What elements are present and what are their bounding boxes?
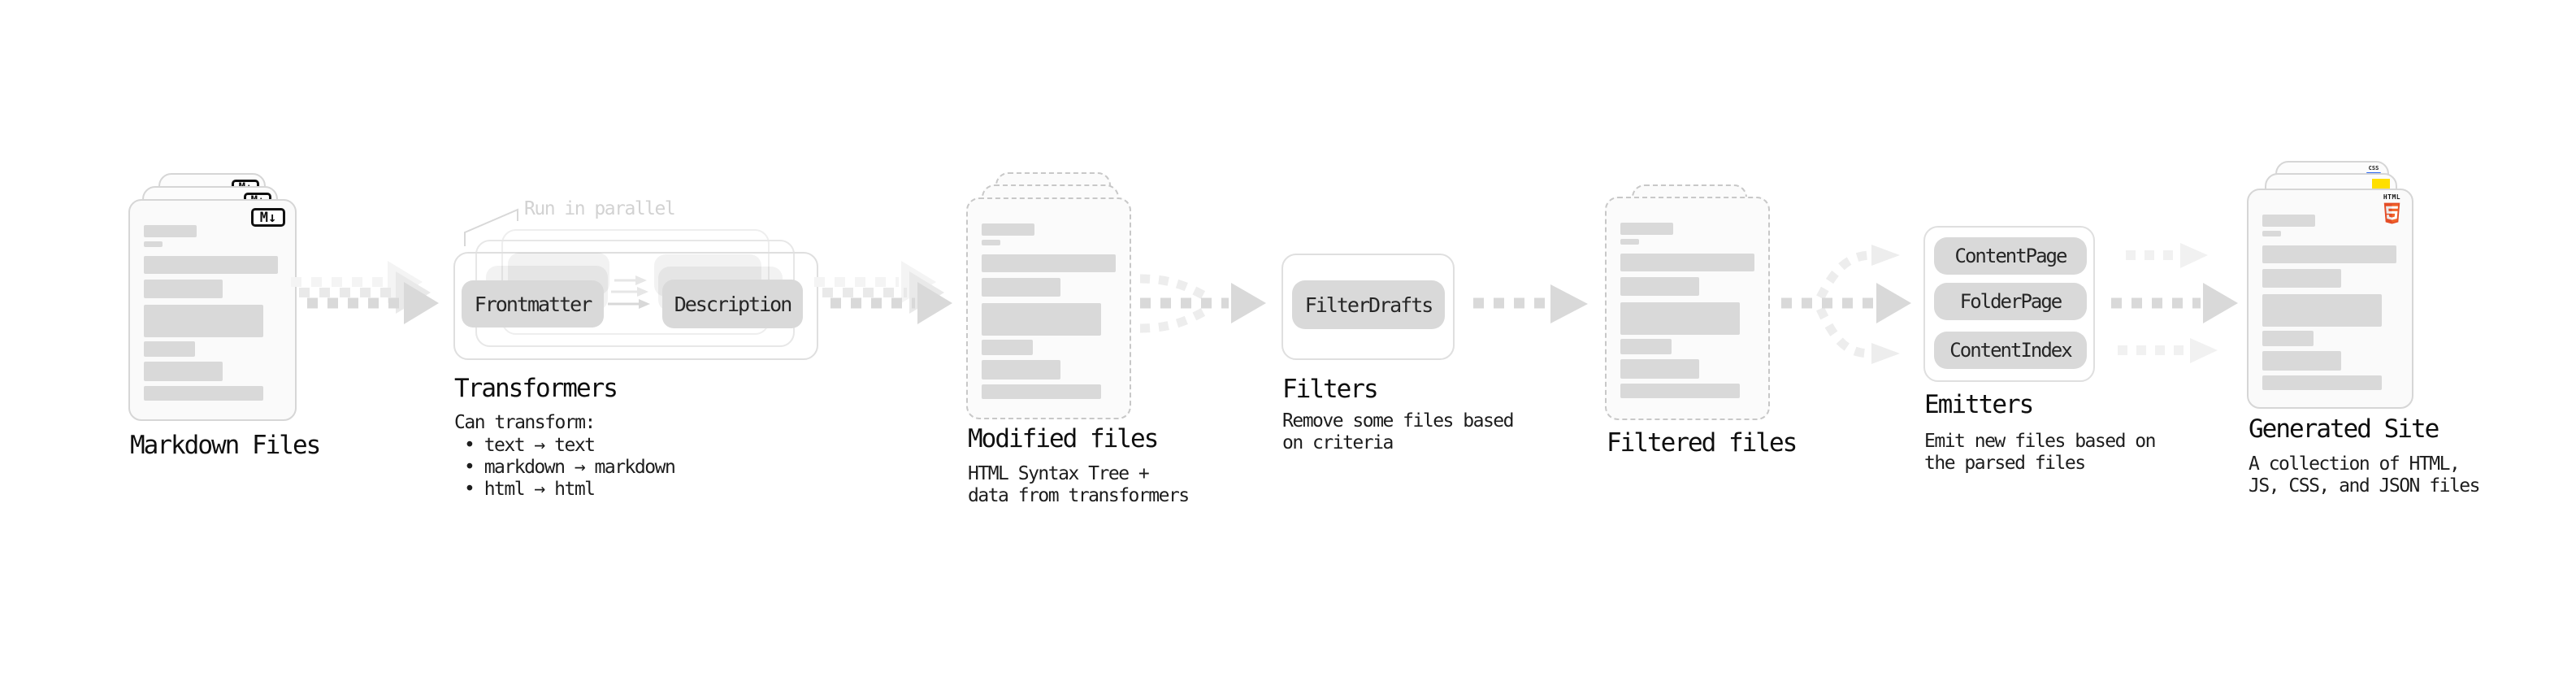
filters-box	[1281, 254, 1455, 360]
arrow-filtered-to-emitters	[1781, 245, 1911, 364]
text-line-placeholder	[1620, 302, 1740, 335]
generated-site-caption-1: A collection of HTML,	[2249, 453, 2461, 475]
text-line-placeholder	[2262, 269, 2341, 288]
transformer-step-frontmatter: Frontmatter	[462, 280, 604, 327]
arrow-main	[830, 282, 952, 324]
arrow-top	[2126, 243, 2208, 268]
arrow-echo2	[291, 261, 423, 303]
emitters-box	[1923, 226, 2095, 382]
text-line-placeholder	[144, 241, 163, 247]
text-line-placeholder	[982, 240, 1000, 245]
emitters-caption-2: the parsed files	[1924, 453, 2086, 474]
stage-label-filters: Filters	[1282, 375, 1379, 404]
fanout-curve-bottom	[1816, 306, 1870, 358]
filtered-file-card	[1605, 197, 1770, 420]
text-line-placeholder	[144, 305, 263, 337]
css-logo-text: CSS	[2368, 165, 2379, 171]
text-line-placeholder	[982, 254, 1116, 272]
text-line-placeholder	[982, 278, 1060, 297]
emitters-caption-1: Emit new files based on	[1924, 431, 2157, 452]
text-line-placeholder	[1620, 339, 1672, 354]
markdown-icon: M↓	[251, 208, 285, 227]
arrow-transformers-to-modified	[814, 261, 952, 324]
arrow-markdown-to-transformers	[291, 261, 439, 324]
text-line-placeholder	[144, 225, 197, 237]
text-line-placeholder	[2262, 294, 2382, 327]
run-in-parallel-note: Run in parallel	[524, 198, 676, 219]
arrow-modified-to-filters	[1139, 274, 1266, 333]
fanout-curve-top	[1816, 250, 1870, 300]
stage-label-emitters: Emitters	[1924, 390, 2034, 419]
fanin-curve-bottom	[1139, 304, 1213, 333]
filters-caption-1: Remove some files based	[1282, 410, 1515, 432]
stage-label-transformers: Transformers	[454, 374, 618, 403]
arrow-main	[307, 282, 439, 324]
file-content-placeholder	[2249, 190, 2412, 407]
stage-label-markdown-files: Markdown Files	[130, 431, 321, 460]
generated-file-card: HTML	[2247, 189, 2413, 409]
text-line-placeholder	[2262, 245, 2396, 263]
text-line-placeholder	[1620, 384, 1740, 398]
text-line-placeholder	[982, 303, 1101, 336]
text-line-placeholder	[2262, 375, 2382, 390]
file-content-placeholder	[130, 201, 295, 419]
text-line-placeholder	[2262, 351, 2341, 371]
text-line-placeholder	[982, 340, 1033, 355]
transformers-bullet-3: • html → html	[464, 479, 596, 500]
text-line-placeholder	[144, 341, 195, 357]
arrow-filters-to-filtered	[1473, 284, 1588, 323]
transformers-bullet-2: • markdown → markdown	[464, 457, 676, 478]
text-line-placeholder	[2262, 215, 2315, 227]
text-line-placeholder	[144, 280, 223, 298]
text-line-placeholder	[982, 223, 1034, 236]
text-line-placeholder	[1620, 223, 1673, 235]
text-line-placeholder	[982, 360, 1060, 380]
transformers-bullet-1: • text → text	[464, 435, 596, 456]
text-line-placeholder	[982, 384, 1101, 399]
html5-logo-text: HTML	[2383, 193, 2401, 201]
html5-shield-icon	[2383, 202, 2400, 224]
modified-file-card	[966, 197, 1131, 419]
emitter-step-folderpage: FolderPage	[1934, 283, 2087, 320]
arrow-bottom	[2118, 338, 2218, 363]
emitter-step-contentindex: ContentIndex	[1934, 332, 2087, 369]
html5-logo: HTML	[2381, 193, 2403, 228]
arrow-middle	[2111, 283, 2238, 323]
file-content-placeholder	[968, 199, 1130, 418]
text-line-placeholder	[144, 386, 263, 401]
fanin-curve-top	[1139, 274, 1213, 303]
arrow-echo2	[814, 261, 936, 303]
arrow-echo1	[299, 271, 431, 314]
js-logo	[2372, 179, 2390, 189]
text-line-placeholder	[1620, 277, 1699, 296]
file-content-placeholder	[1607, 198, 1768, 419]
text-line-placeholder	[2262, 331, 2314, 346]
markdown-file-card: M↓	[128, 199, 297, 421]
transformer-step-description: Description	[662, 280, 803, 328]
modified-files-caption-2: data from transformers	[968, 485, 1190, 506]
stage-label-filtered-files: Filtered files	[1607, 428, 1798, 458]
arrow-emitters-to-generated	[2111, 243, 2238, 363]
filter-step-filterdrafts: FilterDrafts	[1292, 280, 1445, 329]
arrow-echo1	[822, 271, 944, 314]
text-line-placeholder	[144, 256, 278, 274]
filters-caption-2: on criteria	[1282, 432, 1394, 453]
parallel-run-box	[453, 252, 818, 360]
emitter-step-contentpage: ContentPage	[1934, 237, 2087, 275]
transformers-caption-intro: Can transform:	[454, 412, 596, 433]
text-line-placeholder	[1620, 254, 1754, 271]
generated-site-caption-2: JS, CSS, and JSON files	[2249, 475, 2481, 497]
text-line-placeholder	[2262, 231, 2281, 236]
text-line-placeholder	[1620, 239, 1639, 245]
stage-label-modified-files: Modified files	[968, 424, 1159, 453]
modified-files-caption-1: HTML Syntax Tree +	[968, 463, 1150, 484]
stage-label-generated-site: Generated Site	[2249, 414, 2439, 444]
text-line-placeholder	[144, 362, 223, 381]
text-line-placeholder	[1620, 359, 1699, 379]
